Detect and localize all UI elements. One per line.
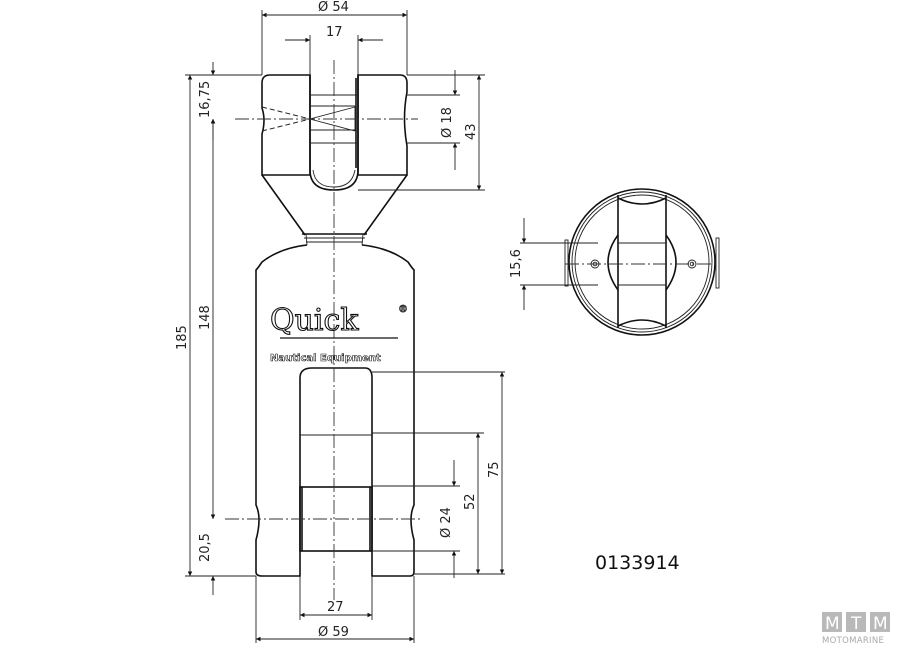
svg-text:Ø 59: Ø 59 bbox=[318, 625, 349, 640]
swivel-side-view: 15,6 bbox=[509, 188, 720, 336]
svg-text:Ø 54: Ø 54 bbox=[318, 0, 349, 15]
svg-text:T: T bbox=[850, 614, 862, 634]
svg-text:Ø 24: Ø 24 bbox=[439, 507, 454, 538]
svg-text:15,6: 15,6 bbox=[509, 249, 524, 278]
svg-text:16,75: 16,75 bbox=[198, 81, 213, 118]
svg-text:Ø 18: Ø 18 bbox=[440, 107, 455, 138]
svg-text:27: 27 bbox=[327, 600, 344, 615]
svg-text:®: ® bbox=[398, 304, 408, 315]
product-code: 0133914 bbox=[595, 552, 680, 574]
svg-text:17: 17 bbox=[326, 25, 343, 40]
svg-text:Nautical Equipment: Nautical Equipment bbox=[270, 353, 381, 364]
svg-text:20,5: 20,5 bbox=[198, 533, 213, 562]
quick-logo: Quick ® Nautical Equipment bbox=[269, 302, 408, 364]
svg-text:MOTOMARINE: MOTOMARINE bbox=[822, 636, 884, 646]
svg-text:75: 75 bbox=[487, 461, 502, 478]
svg-text:Quick: Quick bbox=[270, 303, 359, 338]
motomarine-watermark: M T M MOTOMARINE bbox=[822, 612, 890, 646]
svg-text:M: M bbox=[825, 614, 840, 634]
dimension-lines bbox=[185, 10, 505, 643]
svg-text:185: 185 bbox=[175, 325, 190, 350]
svg-text:43: 43 bbox=[464, 123, 479, 140]
svg-text:52: 52 bbox=[463, 493, 478, 510]
swivel-front-view bbox=[255, 74, 415, 577]
center-lines bbox=[225, 60, 420, 600]
svg-text:M: M bbox=[873, 614, 888, 634]
dimension-labels: Ø 54 17 185 16,75 148 20,5 Ø 18 43 75 52… bbox=[175, 0, 502, 640]
svg-text:148: 148 bbox=[198, 305, 213, 330]
